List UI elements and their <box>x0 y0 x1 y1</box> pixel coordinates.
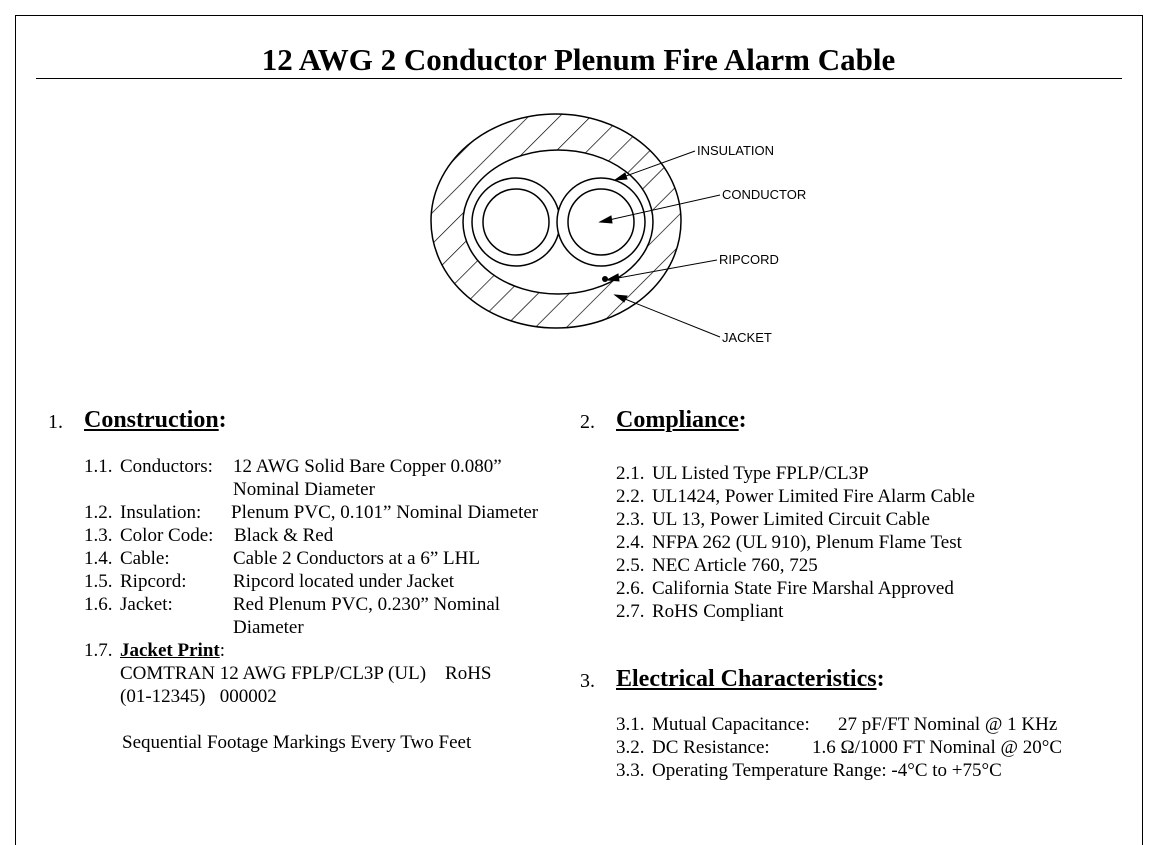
construction-item-6-cont: Diameter <box>233 617 304 638</box>
construction-heading-text: Construction <box>84 407 219 433</box>
electrical-heading-colon: : <box>876 666 885 692</box>
construction-heading-colon: : <box>218 407 227 433</box>
compliance-heading: Compliance: <box>616 406 747 434</box>
ripcord-dot <box>602 276 608 282</box>
insulation-label: INSULATION <box>697 143 774 158</box>
page-title: 12 AWG 2 Conductor Plenum Fire Alarm Cab… <box>261 42 896 77</box>
electrical-heading-text: Electrical Characteristics <box>616 666 877 692</box>
jacket-print-line-2: (01-12345) 000002 <box>120 686 277 707</box>
compliance-heading-colon: : <box>738 407 747 433</box>
electrical-heading: Electrical Characteristics: <box>616 665 885 693</box>
electrical-section-number: 3. <box>580 670 595 692</box>
construction-section-number: 1. <box>48 411 63 433</box>
cable-cross-section-diagram: INSULATION CONDUCTOR RIPCORD JACKET <box>430 113 806 345</box>
page-frame <box>15 15 1143 845</box>
construction-heading: Construction: <box>84 406 227 434</box>
jacket-label: JACKET <box>722 330 772 345</box>
conductor-left <box>471 177 561 267</box>
jacket-print-line-1: COMTRAN 12 AWG FPLP/CL3P (UL) RoHS <box>120 663 492 684</box>
compliance-section-number: 2. <box>580 411 595 433</box>
ripcord-label: RIPCORD <box>719 252 779 267</box>
title-divider <box>36 78 1122 79</box>
jacket-print-note: Sequential Footage Markings Every Two Fe… <box>122 732 472 753</box>
construction-item-1-cont: Nominal Diameter <box>233 479 375 500</box>
conductor-label: CONDUCTOR <box>722 187 806 202</box>
compliance-heading-text: Compliance <box>616 407 739 433</box>
